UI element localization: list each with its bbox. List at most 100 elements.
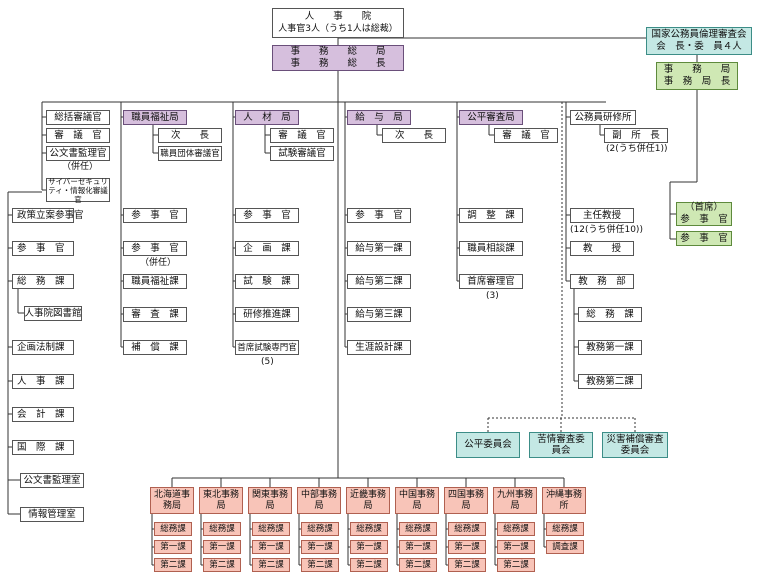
general-councilor-label: 総括審議官 bbox=[54, 111, 102, 123]
talent-item-0-label: 参 事 官 bbox=[243, 209, 291, 221]
talent-exam-label: 試験審議官 bbox=[278, 147, 326, 159]
appeals-item-2: 首席審理官 bbox=[459, 274, 523, 289]
regional-sub-0-0: 総務課 bbox=[154, 522, 192, 536]
institute-teacher-box: 教 授 bbox=[570, 241, 634, 256]
ethics-board-line2: 会 長・委 員４人 bbox=[656, 41, 742, 52]
sec-item-7-label: 公文書監理室 bbox=[23, 474, 81, 486]
salary-item-0-label: 参 事 官 bbox=[355, 209, 403, 221]
appeals-item-1: 職員相談課 bbox=[459, 241, 523, 256]
regional-sub-label: 第二課 bbox=[209, 560, 235, 570]
welfare-item-4-label: 補 償 課 bbox=[131, 341, 179, 353]
cyber-councilor-label: サイバーセキュリティ・情報化審議官 bbox=[48, 176, 108, 204]
regional-office-label: 中部事務局 bbox=[300, 489, 337, 511]
regional-sub-label: 総務課 bbox=[405, 524, 431, 534]
talent-head-box: 人 材 局 bbox=[235, 110, 299, 125]
welfare-item-1-label: 参 事 官 bbox=[131, 242, 179, 254]
regional-sub-label: 第一課 bbox=[503, 542, 529, 552]
regional-sub-6-1: 第一課 bbox=[448, 540, 486, 554]
secretariat-line2: 事 務 総 長 bbox=[290, 58, 386, 69]
committee-disaster-label: 災害補償審査委員会 bbox=[606, 434, 664, 456]
regional-sub-label: 第二課 bbox=[160, 560, 186, 570]
regional-sub-label: 第二課 bbox=[454, 560, 480, 570]
welfare-item-0-label: 参 事 官 bbox=[131, 209, 179, 221]
salary-item-2: 給与第二課 bbox=[347, 274, 411, 289]
talent-exam-box: 試験審議官 bbox=[270, 146, 334, 161]
appeals-item-0: 調 整 課 bbox=[459, 208, 523, 223]
regional-sub-label: 総務課 bbox=[160, 524, 186, 534]
records-officer-box: 公文書監理官 bbox=[46, 146, 110, 161]
regional-sub-4-1: 第一課 bbox=[350, 540, 388, 554]
talent-item-2-label: 試 験 課 bbox=[243, 275, 291, 287]
sec-item-2-label: 総 務 課 bbox=[17, 275, 65, 287]
regional-sub-label: 総務課 bbox=[356, 524, 382, 534]
regional-office-1: 東北事務局 bbox=[199, 487, 243, 514]
talent-councilor-label: 審 議 官 bbox=[278, 129, 326, 141]
regional-office-7: 九州事務局 bbox=[493, 487, 537, 514]
institute-sub-0-label: 総 務 課 bbox=[586, 308, 634, 320]
sec-item-5: 会 計 課 bbox=[12, 407, 74, 422]
regional-sub-2-1: 第一課 bbox=[252, 540, 290, 554]
talent-item-4-label: 首席試験専門官 bbox=[237, 342, 297, 353]
regional-office-label: 九州事務局 bbox=[496, 489, 533, 511]
regional-sub-6-2: 第二課 bbox=[448, 558, 486, 572]
regional-sub-3-2: 第二課 bbox=[301, 558, 339, 572]
regional-sub-1-0: 総務課 bbox=[203, 522, 241, 536]
committee-complaint: 苦情審査委員会 bbox=[529, 432, 593, 458]
institute-sub-1: 教務第一課 bbox=[578, 340, 642, 355]
ethics-board-line1: 国家公務員倫理審査会 bbox=[651, 29, 747, 40]
institute-vice-note: (2(うち併任1)) bbox=[606, 144, 668, 154]
committee-disaster: 災害補償審査委員会 bbox=[602, 432, 668, 458]
salary-item-4: 生涯設計課 bbox=[347, 340, 411, 355]
regional-sub-label: 第一課 bbox=[209, 542, 235, 552]
regional-sub-4-0: 総務課 bbox=[350, 522, 388, 536]
regional-office-6: 四国事務局 bbox=[444, 487, 488, 514]
regional-sub-7-0: 総務課 bbox=[497, 522, 535, 536]
regional-office-label: 沖縄事務所 bbox=[545, 489, 582, 511]
salary-item-1-label: 給与第一課 bbox=[355, 242, 403, 254]
regional-sub-label: 第二課 bbox=[307, 560, 333, 570]
talent-item-0: 参 事 官 bbox=[235, 208, 299, 223]
regional-office-label: 四国事務局 bbox=[447, 489, 484, 511]
regional-sub-label: 第一課 bbox=[405, 542, 431, 552]
regional-sub-2-0: 総務課 bbox=[252, 522, 290, 536]
salary-item-4-label: 生涯設計課 bbox=[355, 341, 403, 353]
regional-sub-0-2: 第二課 bbox=[154, 558, 192, 572]
appeals-count: (3) bbox=[486, 291, 499, 301]
regional-office-label: 北海道事務局 bbox=[153, 489, 190, 511]
regional-sub-5-0: 総務課 bbox=[399, 522, 437, 536]
regional-sub-2-2: 第二課 bbox=[252, 558, 290, 572]
institute-sub-0: 総 務 課 bbox=[578, 307, 642, 322]
regional-sub-7-2: 第二課 bbox=[497, 558, 535, 572]
regional-sub-label: 総務課 bbox=[552, 524, 578, 534]
ethics-bureau-line1: 事 務 局 bbox=[663, 64, 731, 75]
jinjiin-box: 人 事 院 人事官3人（うち1人は総裁） bbox=[272, 8, 404, 38]
regional-sub-label: 第一課 bbox=[454, 542, 480, 552]
sec-item-1: 参 事 官 bbox=[12, 241, 74, 256]
salary-deputy-box: 次 長 bbox=[382, 128, 446, 143]
regional-sub-6-0: 総務課 bbox=[448, 522, 486, 536]
talent-item-1-label: 企 画 課 bbox=[243, 242, 291, 254]
regional-office-label: 東北事務局 bbox=[202, 489, 239, 511]
regional-sub-label: 第二課 bbox=[503, 560, 529, 570]
regional-sub-8-0: 総務課 bbox=[546, 522, 584, 536]
sec-item-6: 国 際 課 bbox=[12, 440, 74, 455]
sec-item-0-label: 政策立案参事官 bbox=[17, 209, 84, 221]
institute-vice-label: 副 所 長 bbox=[612, 129, 660, 141]
councilor-box: 審 議 官 bbox=[46, 128, 110, 143]
welfare-item-3: 審 査 課 bbox=[123, 307, 187, 322]
talent-head-label: 人 材 局 bbox=[243, 111, 291, 123]
regional-sub-4-2: 第二課 bbox=[350, 558, 388, 572]
institute-sub-2: 教務第二課 bbox=[578, 374, 642, 389]
regional-sub-7-1: 第一課 bbox=[497, 540, 535, 554]
regional-sub-label: 総務課 bbox=[209, 524, 235, 534]
regional-office-0: 北海道事務局 bbox=[150, 487, 194, 514]
regional-sub-3-1: 第一課 bbox=[301, 540, 339, 554]
talent-item-4: 首席試験専門官 bbox=[235, 340, 299, 355]
regional-sub-label: 調査課 bbox=[552, 542, 578, 552]
welfare-item-3-label: 審 査 課 bbox=[131, 308, 179, 320]
salary-deputy-label: 次 長 bbox=[394, 129, 433, 141]
secretariat-general-box: 事 務 総 局 事 務 総 長 bbox=[272, 45, 404, 71]
ethics-bureau-line2: 事 務 局 長 bbox=[663, 76, 731, 87]
regional-office-3: 中部事務局 bbox=[297, 487, 341, 514]
